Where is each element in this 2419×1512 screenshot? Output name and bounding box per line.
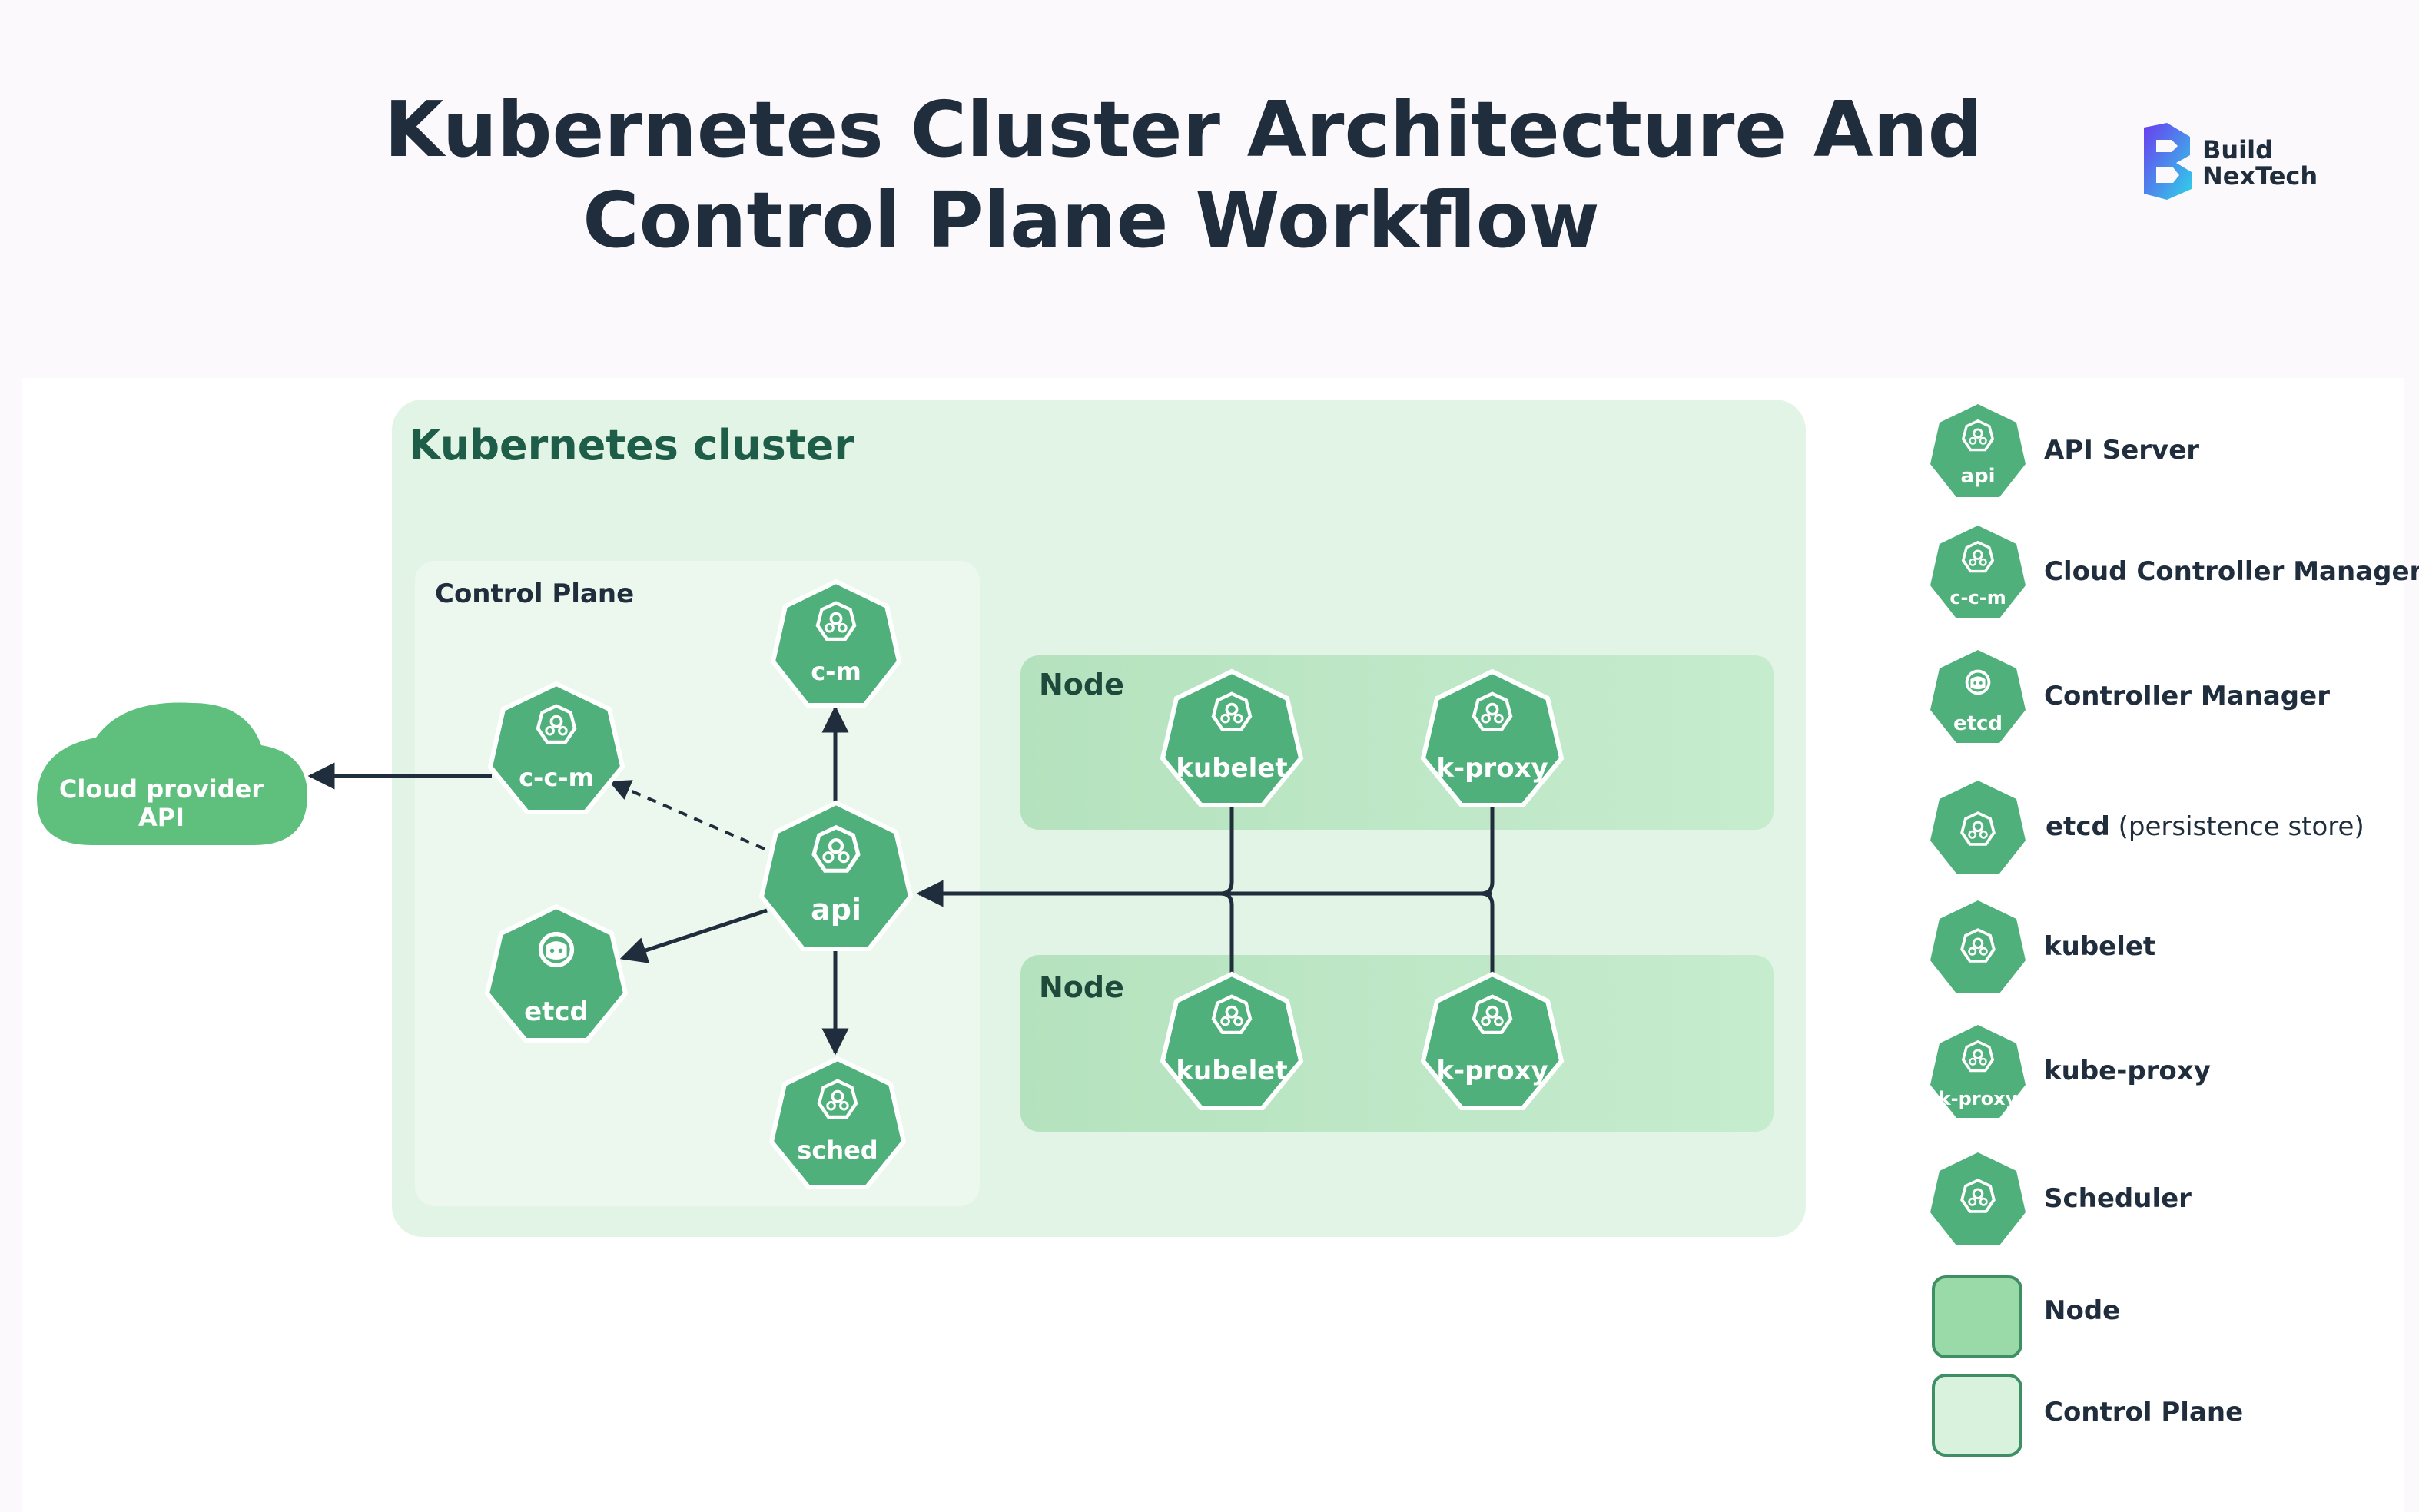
- brand-name: Build NexTech: [2202, 137, 2318, 189]
- legend-control-plane-text: Control Plane: [2044, 1397, 2244, 1427]
- node-region-1: [1020, 655, 1774, 830]
- cluster-label: Kubernetes cluster: [409, 421, 854, 469]
- legend-etcd-text: etcd (persistence store): [2046, 811, 2364, 842]
- kubelet-bus-2: [1219, 891, 1234, 980]
- kubelet-2-label: kubelet: [1176, 1056, 1287, 1086]
- brand-logo-icon: [2144, 123, 2192, 200]
- control-plane-label: Control Plane: [435, 579, 634, 609]
- legend-etcd-name: etcd: [2046, 811, 2110, 842]
- sched-node: sched: [768, 1056, 907, 1189]
- etcd-label: etcd: [524, 996, 589, 1027]
- legend-etcd-icon: [1930, 781, 2026, 874]
- legend-etcd-sub: (persistence store): [2109, 811, 2364, 842]
- cloud-label-line-2: API: [138, 803, 184, 832]
- api-node: api: [758, 800, 914, 951]
- cm-label: c-m: [811, 657, 861, 686]
- kubelet-node-1: kubelet: [1160, 668, 1304, 807]
- node-region-2: [1020, 955, 1774, 1132]
- kproxy-1-label: k-proxy: [1436, 753, 1548, 784]
- title-line-2: Control Plane Workflow: [582, 175, 1600, 265]
- etcd-node: etcd: [484, 904, 629, 1043]
- ccm-label: c-c-m: [519, 763, 594, 792]
- cloud-label-line-1: Cloud provider: [59, 774, 264, 804]
- legend-scheduler-text: Scheduler: [2044, 1183, 2192, 1214]
- legend-ccm-icon: c-c-m: [1930, 526, 2026, 618]
- legend-ccm-text: Cloud Controller Manager: [2044, 556, 2419, 587]
- title-line-1: Kubernetes Cluster Architecture And: [384, 85, 1983, 174]
- svg-text:k-proxy: k-proxy: [1939, 1088, 2018, 1109]
- legend-control-plane-swatch: [1932, 1374, 2022, 1457]
- node-label-1: Node: [1039, 668, 1124, 701]
- brand-line-2: NexTech: [2202, 161, 2318, 191]
- kubelet-1-label: kubelet: [1176, 753, 1287, 784]
- kproxy-node-1: k-proxy: [1420, 668, 1565, 807]
- svg-text:etcd: etcd: [1953, 712, 2003, 735]
- svg-text:c-c-m: c-c-m: [1949, 587, 2006, 608]
- sched-label: sched: [797, 1136, 878, 1165]
- page-title: Kubernetes Cluster Architecture And Cont…: [384, 85, 1983, 266]
- cm-node: c-m: [770, 579, 902, 708]
- kubelet-node-2: kubelet: [1160, 971, 1304, 1110]
- legend-api-server-text: API Server: [2044, 435, 2200, 466]
- legend-kube-proxy-icon: k-proxy: [1930, 1025, 2026, 1118]
- legend-kube-proxy-text: kube-proxy: [2044, 1056, 2211, 1086]
- kproxy-node-2: k-proxy: [1420, 971, 1565, 1110]
- legend-scheduler-icon: [1930, 1152, 2026, 1245]
- legend-node-text: Node: [2044, 1295, 2121, 1326]
- etcd-face-icon: [538, 931, 575, 968]
- legend-api-icon: api: [1930, 404, 2026, 497]
- legend-kubelet-icon: [1930, 900, 2026, 993]
- legend-controller-manager-icon: etcd: [1930, 650, 2026, 743]
- kproxy-2-label: k-proxy: [1436, 1056, 1548, 1086]
- api-to-ccm-dashed-arrow: [609, 780, 765, 850]
- kproxy-bus-2: [1480, 891, 1495, 980]
- api-to-etcd-arrow: [619, 908, 768, 963]
- api-label: api: [811, 893, 861, 927]
- legend-node-swatch: [1932, 1275, 2022, 1358]
- svg-text:api: api: [1960, 465, 1995, 488]
- ccm-node: c-c-m: [487, 681, 625, 814]
- legend-controller-manager-text: Controller Manager: [2044, 681, 2330, 711]
- legend-kubelet-text: kubelet: [2044, 931, 2156, 962]
- cloud-provider-api: [37, 702, 307, 845]
- node-label-2: Node: [1039, 970, 1124, 1004]
- brand-line-1: Build: [2202, 135, 2274, 164]
